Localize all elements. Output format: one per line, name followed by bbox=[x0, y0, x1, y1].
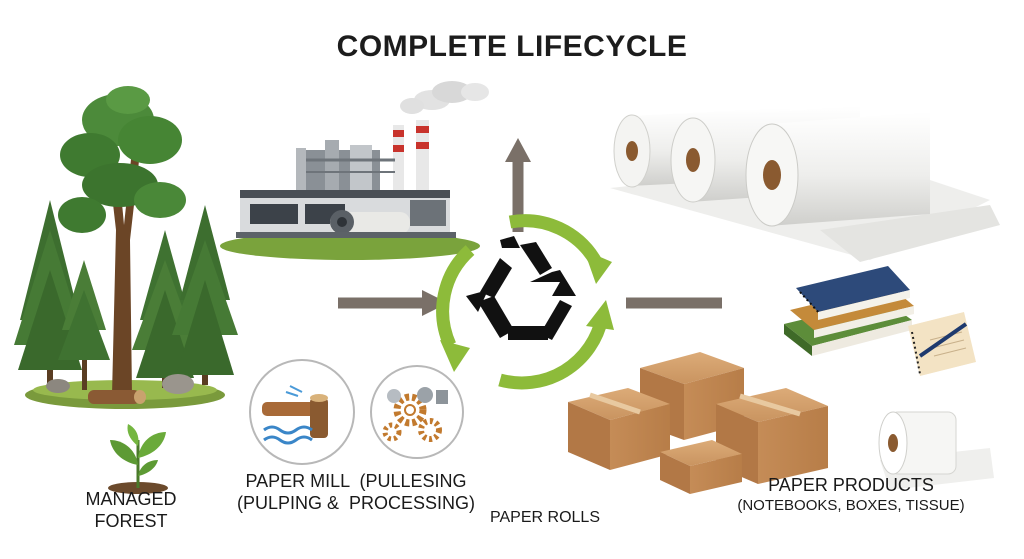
notebooks-illustration bbox=[784, 266, 976, 376]
label-paper-mill: PAPER MILL (PULLESING (PULPING & PROCESS… bbox=[236, 470, 476, 514]
cycle-arrowheads bbox=[440, 250, 614, 372]
cycle-arrows-icon bbox=[436, 214, 609, 390]
factory-icon bbox=[220, 81, 489, 260]
label-paper-products-sub: (NOTEBOOKS, BOXES, TISSUE) bbox=[737, 497, 965, 514]
label-paper-products: PAPER PRODUCTS (NOTEBOOKS, BOXES, TISSUE… bbox=[716, 474, 986, 515]
forest-illustration bbox=[14, 86, 238, 409]
notepad-icon bbox=[908, 312, 976, 376]
paper-rolls-illustration bbox=[610, 106, 1000, 262]
sprout-icon bbox=[108, 424, 168, 494]
label-managed-forest-line1: MANAGED bbox=[85, 489, 177, 509]
label-paper-products-title: PAPER PRODUCTS bbox=[768, 475, 934, 495]
tree-icon bbox=[172, 205, 238, 385]
tree-icon bbox=[58, 260, 110, 390]
label-paper-rolls: PAPER ROLLS bbox=[490, 509, 600, 526]
log-water-icon bbox=[249, 359, 355, 465]
tissue-roll-icon bbox=[878, 411, 994, 490]
tree-icon bbox=[58, 86, 186, 395]
label-managed-forest: MANAGED FOREST bbox=[56, 488, 206, 532]
label-managed-forest-line2: FOREST bbox=[94, 511, 168, 531]
label-paper-mill-line1: PAPER MILL (PULLESING bbox=[245, 471, 467, 491]
gears-icon bbox=[370, 365, 464, 459]
recycle-icon bbox=[466, 236, 576, 340]
label-paper-mill-line2: (PULPING & PROCESSING) bbox=[236, 493, 476, 513]
diagram-title: COMPLETE LIFECYCLE bbox=[336, 30, 688, 63]
cardboard-boxes-illustration bbox=[568, 352, 828, 494]
